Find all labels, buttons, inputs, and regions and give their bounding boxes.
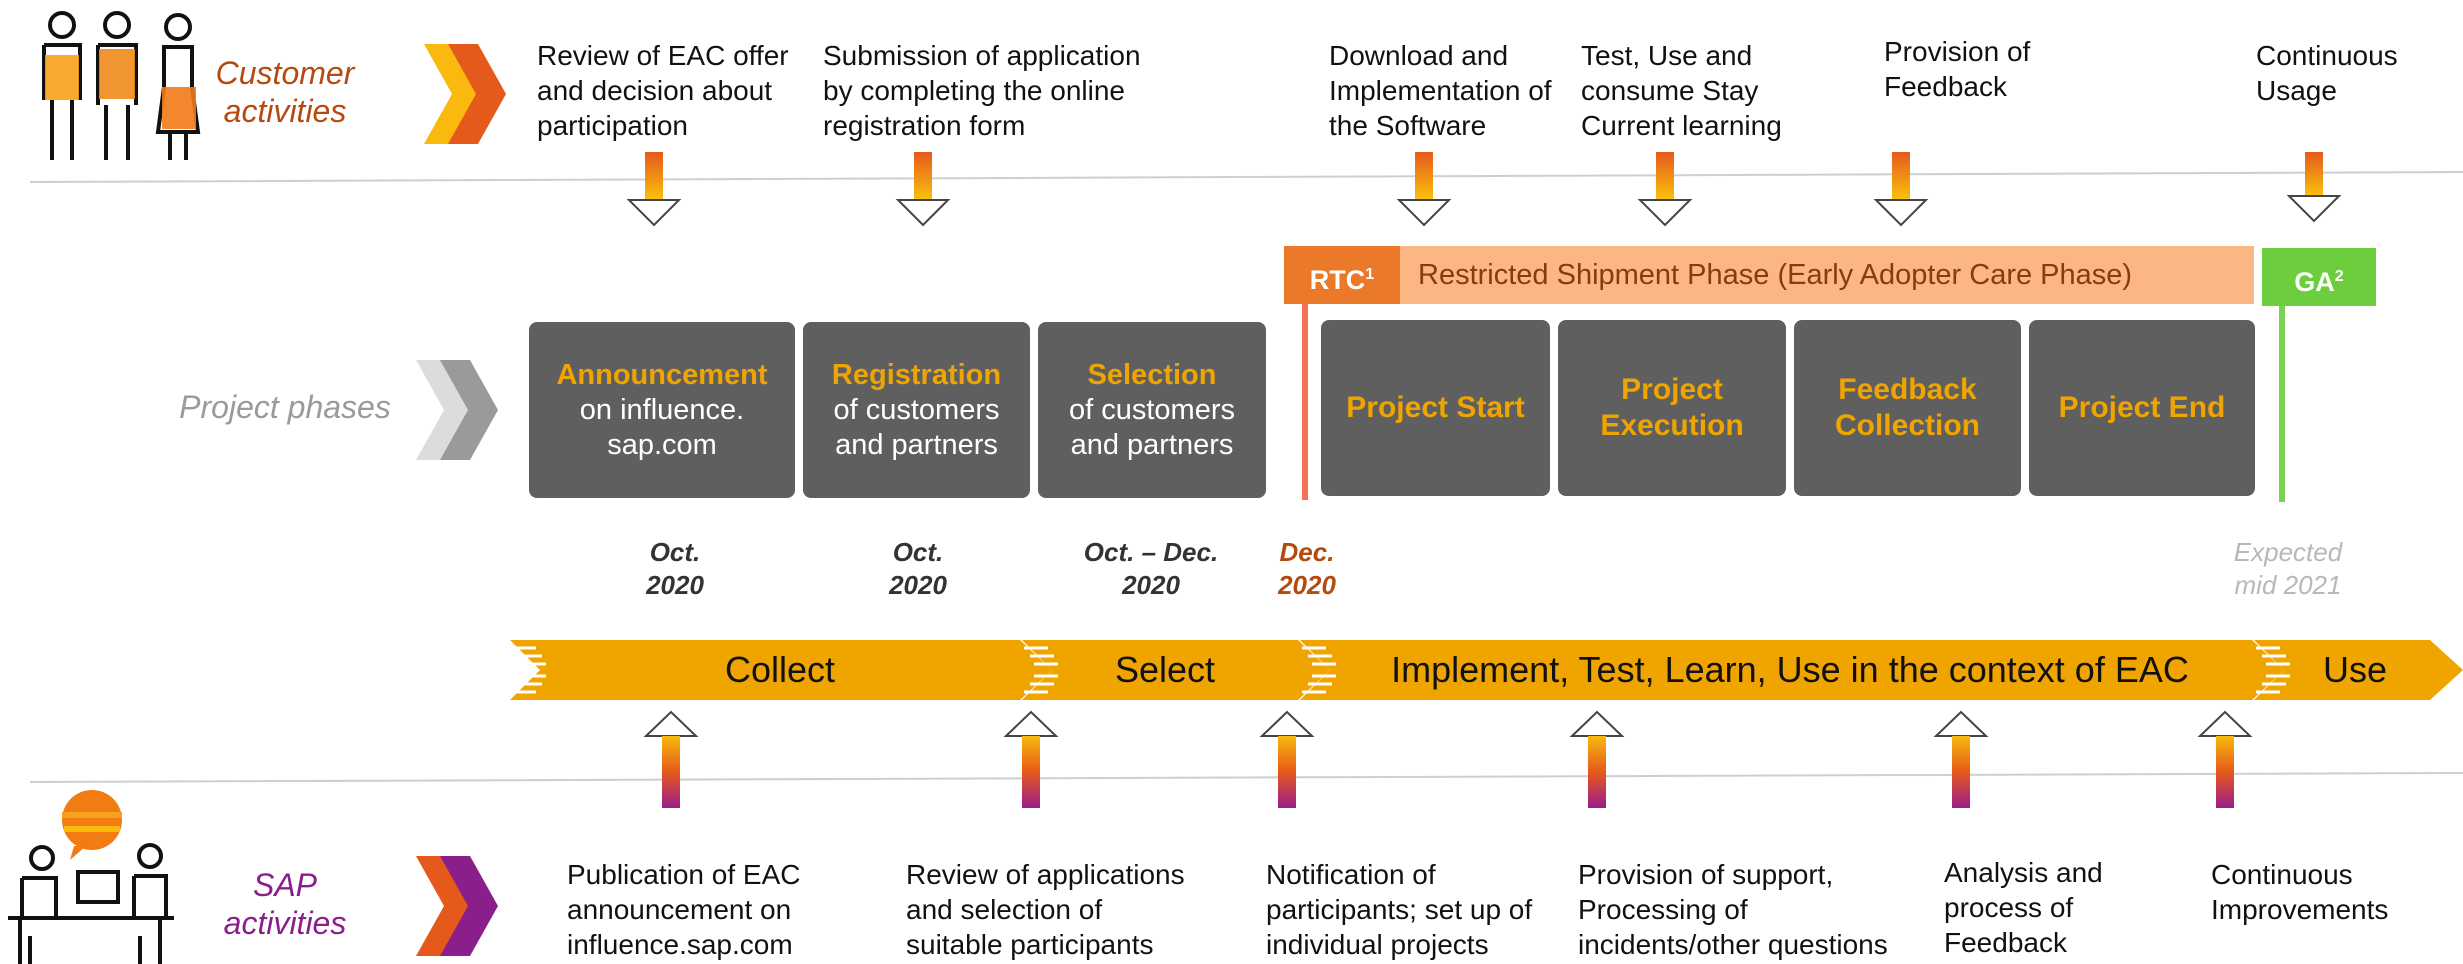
band-collect: Collect — [724, 649, 836, 690]
sap-activities-label: SAP activities — [223, 867, 347, 941]
customer-activities-label: Customer activities — [215, 55, 355, 129]
sap-step-support: Provision of support, Processing of inci… — [1578, 859, 1888, 960]
phase-announcement: Announcement on influence. sap.com — [529, 322, 795, 498]
customer-step-feedback: Provision of Feedback — [1884, 36, 2031, 102]
phase-selection: Selection of customers and partners — [1038, 322, 1266, 498]
sap-step-publication: Publication of EAC announcement on influ… — [567, 859, 801, 960]
band-implement: Implement, Test, Learn, Use in the conte… — [1391, 649, 2189, 690]
customers-people-icon — [42, 11, 201, 160]
project-phases-label: Project phases — [179, 389, 391, 425]
phase-project-end: Project End — [2029, 320, 2255, 496]
customer-step-usage: Continuous Usage — [2256, 40, 2398, 106]
sap-step-review: Review of applications and selection of … — [906, 859, 1185, 960]
date-registration: Oct. 2020 — [889, 537, 947, 600]
project-chevron-icon — [416, 360, 498, 460]
phase-subtitle: on influence. sap.com — [579, 393, 745, 461]
band-use: Use — [2322, 649, 2388, 690]
sap-step-notification: Notification of participants; set up of … — [1266, 859, 1533, 960]
restricted-shipment-phase: Restricted Shipment Phase (Early Adopter… — [1400, 246, 2254, 304]
phase-title: Selection — [1087, 358, 1217, 391]
phase-registration: Registration of customers and partners — [803, 322, 1030, 498]
down-arrow — [626, 152, 682, 227]
phase-feedback-collection: Feedback Collection — [1794, 320, 2021, 496]
date-selection: Oct. – Dec. 2020 — [1083, 537, 1219, 600]
rtc-label: RTC1 — [1284, 246, 1400, 304]
customer-step-submission: Submission of application by completing … — [823, 40, 1141, 141]
sap-step-improvements: Continuous Improvements — [2211, 859, 2389, 925]
phase-title: Feedback Collection — [1834, 373, 1980, 442]
phase-project-start: Project Start — [1321, 320, 1550, 496]
phase-title: Project Execution — [1600, 373, 1744, 442]
sap-step-analysis: Analysis and process of Feedback — [1944, 857, 2103, 958]
phase-project-execution: Project Execution — [1558, 320, 1786, 496]
ga-label: GA2 — [2262, 248, 2376, 306]
phase-title: Project End — [2058, 391, 2226, 424]
date-rtc: Dec. 2020 — [1278, 537, 1336, 600]
sap-chevron-icon — [416, 856, 498, 956]
customer-step-download: Download and Implementation of the Softw… — [1329, 40, 1552, 141]
phase-title: Project Start — [1346, 391, 1525, 424]
phase-subtitle: of customers and partners — [1069, 393, 1235, 461]
phase-title: Registration — [831, 358, 1002, 391]
date-ga-expected: Expected mid 2021 — [2233, 537, 2343, 600]
sap-team-icon — [8, 790, 174, 964]
customer-step-review: Review of EAC offer and decision about p… — [537, 40, 789, 141]
phase-title: Announcement — [556, 358, 768, 391]
band-select: Select — [1114, 649, 1216, 690]
customer-chevron-icon — [424, 44, 506, 144]
phase-subtitle: of customers and partners — [833, 393, 1000, 461]
customer-step-test: Test, Use and consume Stay Current learn… — [1581, 40, 1782, 141]
date-announcement: Oct. 2020 — [646, 537, 704, 600]
